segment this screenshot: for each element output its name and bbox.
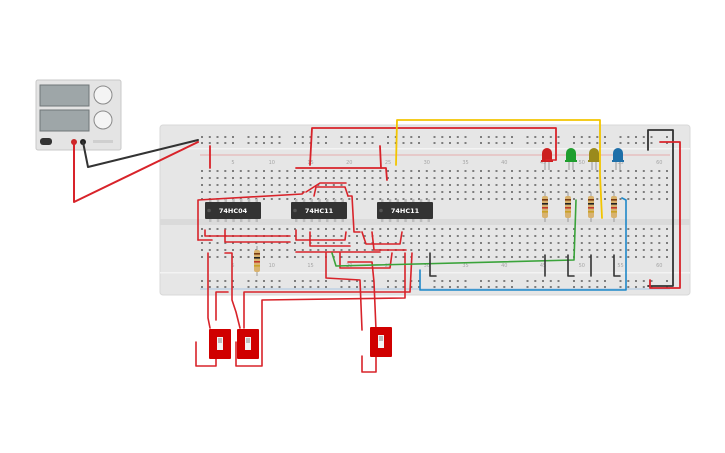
- column-number-top: 45: [540, 160, 546, 166]
- wire-chip3-bottom-1: [361, 231, 403, 245]
- resistor[interactable]: [254, 246, 260, 276]
- power-supply-badge: [93, 140, 113, 143]
- column-number-bottom: 35: [462, 263, 468, 269]
- slide-switch[interactable]: [209, 329, 231, 359]
- current-knob[interactable]: [93, 110, 113, 130]
- wire-chip2-top-1: [313, 186, 349, 197]
- center-channel: [160, 219, 690, 225]
- wire-chip2-top-2: [305, 182, 347, 193]
- resistor[interactable]: [542, 192, 548, 222]
- column-number-top: 50: [579, 160, 585, 166]
- column-number-bottom: 60: [656, 263, 662, 269]
- wire-switch2-b: [243, 252, 413, 329]
- wire-switch3-a: [325, 252, 363, 331]
- led[interactable]: [588, 148, 600, 170]
- wire-ps-negative: [82, 139, 199, 168]
- slide-switch[interactable]: [370, 327, 392, 357]
- column-number-bottom: 50: [579, 263, 585, 269]
- ic-chip[interactable]: 74HC04: [205, 199, 261, 222]
- column-number-top: 25: [385, 160, 391, 166]
- column-number-bottom: 10: [269, 263, 275, 269]
- wire-chip1-lower: [204, 229, 291, 237]
- wire-ground-1: [429, 252, 437, 277]
- wire-rail-drop-2: [379, 145, 382, 169]
- column-number-top: 5: [231, 160, 234, 166]
- wire-chip2-bottom-2: [309, 231, 351, 247]
- column-number-bottom: 5: [231, 263, 234, 269]
- column-number-bottom: 30: [424, 263, 430, 269]
- column-number-top: 40: [501, 160, 507, 166]
- resistor[interactable]: [611, 192, 617, 222]
- wire-green: [331, 199, 577, 267]
- wire-chip1-upper: [197, 191, 305, 241]
- column-number-top: 30: [424, 160, 430, 166]
- power-supply[interactable]: [35, 79, 122, 151]
- column-number-bottom: 40: [501, 263, 507, 269]
- ic-chip[interactable]: 74HC11: [377, 199, 433, 222]
- wire-switch1-loop: [195, 341, 217, 367]
- wire-right-red: [649, 141, 681, 289]
- voltage-knob[interactable]: [93, 85, 113, 105]
- wire-ground-3: [567, 254, 575, 277]
- ic-chip-label: 74HC11: [305, 207, 334, 215]
- led[interactable]: [612, 148, 624, 170]
- ic-chip-label: 74HC04: [219, 207, 248, 215]
- column-number-top: 10: [269, 160, 275, 166]
- wire-ps-positive: [73, 141, 199, 203]
- wire-chip2-bottom-1: [295, 229, 347, 241]
- ic-chip[interactable]: 74HC11: [291, 199, 347, 222]
- power-supply-display-1: [39, 84, 90, 107]
- led[interactable]: [565, 148, 577, 170]
- ic-chip-label: 74HC11: [391, 207, 420, 215]
- wire-top-yellow: [395, 119, 603, 219]
- resistor[interactable]: [588, 192, 594, 222]
- wire-power-bridge: [295, 167, 388, 181]
- power-supply-display-2: [39, 109, 90, 132]
- column-number-bottom: 25: [385, 263, 391, 269]
- column-number-top: 60: [656, 160, 662, 166]
- wire-top-red: [309, 127, 557, 166]
- wire-chip3-bottom-2: [371, 231, 407, 251]
- wire-switch2-loop: [235, 252, 406, 367]
- wire-blue: [419, 197, 627, 291]
- wires: [73, 119, 681, 373]
- wire-right-black: [647, 129, 674, 287]
- led[interactable]: [541, 148, 553, 170]
- column-number-bottom: 15: [307, 263, 313, 269]
- wire-ground-5: [613, 254, 621, 277]
- power-switch[interactable]: [40, 138, 52, 145]
- column-number-top: 35: [462, 160, 468, 166]
- column-number-bottom: 55: [617, 263, 623, 269]
- wire-switch3-loop: [361, 355, 377, 373]
- slide-switch[interactable]: [237, 329, 259, 359]
- wire-switch1-a: [207, 252, 211, 329]
- wire-switch2-a: [224, 252, 241, 329]
- resistor[interactable]: [565, 192, 571, 222]
- column-number-top: 20: [346, 160, 352, 166]
- column-number-bottom: 45: [540, 263, 546, 269]
